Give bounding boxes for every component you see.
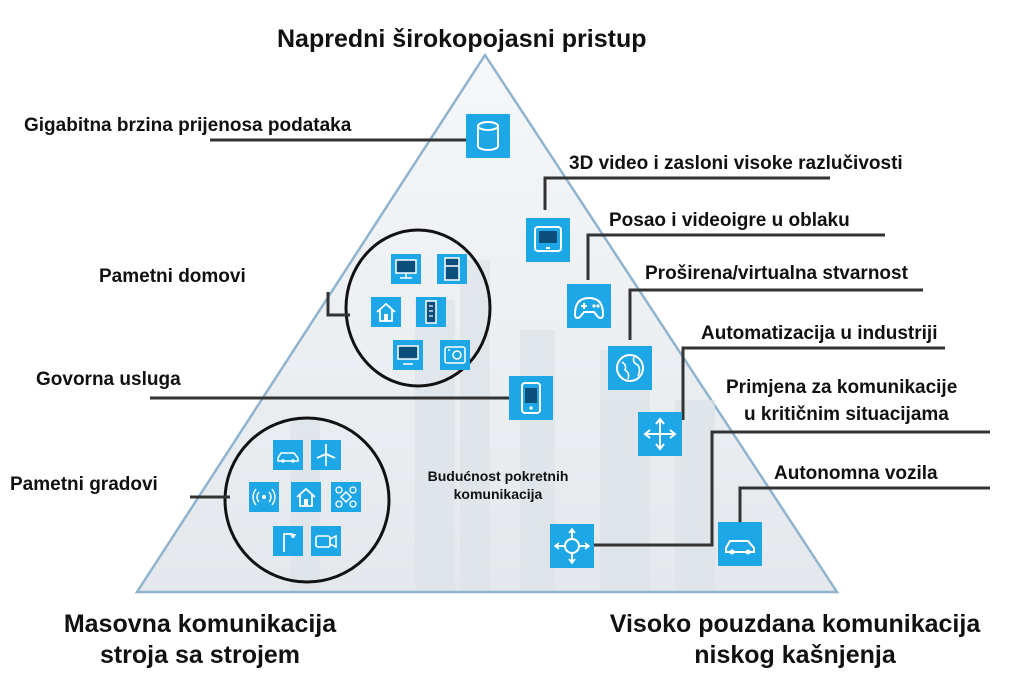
leader-lines bbox=[150, 138, 990, 547]
callout-cloud: Posao i videoigre u oblaku bbox=[609, 210, 850, 231]
wind-turbine-icon bbox=[311, 440, 341, 470]
callout-video3d: 3D video i zasloni visoke razlučivosti bbox=[569, 153, 903, 174]
center-text-line1: Budućnost pokretnih bbox=[427, 468, 569, 484]
critical-line bbox=[585, 430, 990, 547]
corner-bottom-right-line2: niskog kašnjenja bbox=[694, 641, 896, 669]
car-icon bbox=[718, 522, 762, 566]
monitor-icon bbox=[526, 218, 570, 262]
callout-autonomous: Autonomna vozila bbox=[774, 463, 938, 484]
wireless-signal-icon bbox=[249, 482, 279, 512]
corner-bottom-left: Masovna komunikacija stroja sa strojem bbox=[20, 609, 380, 671]
smart-homes-circle bbox=[344, 228, 492, 388]
house-icon bbox=[291, 482, 321, 512]
callout-homes: Pametni domovi bbox=[99, 266, 246, 287]
callout-critical-line1: Primjena za komunikacije bbox=[726, 377, 958, 398]
car-icon bbox=[273, 440, 303, 470]
corner-bottom-right-line1: Visoko pouzdana komunikacija bbox=[609, 610, 981, 638]
center-text: Budućnost pokretnih komunikacija bbox=[398, 467, 598, 503]
arvr-line bbox=[628, 288, 923, 340]
smartphone-icon bbox=[509, 376, 553, 420]
monitor-icon bbox=[393, 340, 423, 370]
move-arrows-icon bbox=[638, 412, 682, 456]
gamepad-icon bbox=[567, 284, 611, 328]
house-icon bbox=[371, 297, 401, 327]
building-icon bbox=[416, 297, 446, 327]
smart-cities-circle bbox=[223, 416, 391, 584]
callout-gigabit: Gigabitna brzina prijenosa podataka bbox=[24, 115, 352, 136]
callout-voice: Govorna usluga bbox=[36, 369, 181, 390]
video-camera-icon bbox=[311, 526, 341, 556]
callout-cities: Pametni gradovi bbox=[10, 474, 158, 495]
callout-arvr: Proširena/virtualna stvarnost bbox=[645, 263, 908, 284]
globe-icon bbox=[608, 346, 652, 390]
autonomous-line bbox=[738, 486, 990, 525]
callout-industry: Automatizacija u industriji bbox=[701, 323, 938, 344]
tv-icon bbox=[391, 254, 421, 284]
corner-bottom-left-line1: Masovna komunikacija bbox=[63, 610, 337, 638]
street-light-icon bbox=[273, 526, 303, 556]
diagram-title: Napredni širokopojasni pristup bbox=[277, 25, 647, 53]
crosshair-network-icon bbox=[550, 524, 594, 568]
washing-machine-icon bbox=[440, 340, 470, 370]
industry-line bbox=[681, 346, 945, 420]
center-text-line2: komunikacija bbox=[453, 486, 543, 502]
fridge-icon bbox=[437, 254, 467, 284]
callout-critical-line2: u kritičnim situacijama bbox=[744, 404, 949, 425]
cloud-line bbox=[586, 233, 885, 280]
corner-bottom-left-line2: stroja sa strojem bbox=[99, 641, 301, 669]
corner-bottom-right: Visoko pouzdana komunikacija niskog kašn… bbox=[580, 609, 1010, 671]
homes-line bbox=[326, 292, 350, 317]
drone-icon bbox=[331, 482, 361, 512]
database-icon bbox=[466, 114, 510, 158]
video3d-line bbox=[543, 176, 830, 210]
